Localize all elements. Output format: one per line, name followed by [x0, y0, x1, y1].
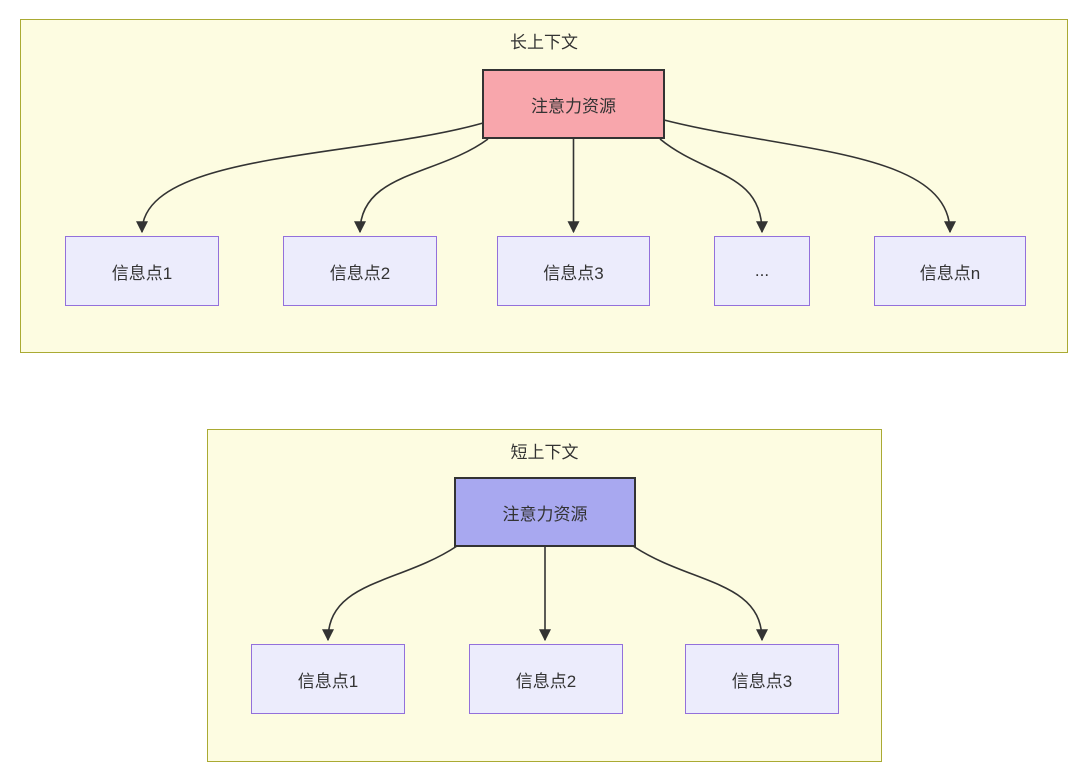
long-info-point-ellipsis-label: ... [754, 261, 770, 280]
short-attention-resource-label: 注意力资源 [502, 504, 588, 524]
long-info-point-n-label: 信息点n [919, 263, 981, 283]
short-context-title: 短上下文 [510, 443, 579, 462]
long-attention-resource-label: 注意力资源 [531, 96, 616, 116]
short-info-point-1-label: 信息点1 [297, 671, 359, 691]
long-info-point-2-label: 信息点2 [329, 263, 391, 283]
long-info-point-n-node: 信息点n [874, 236, 1026, 306]
long-context-title: 长上下文 [510, 33, 578, 52]
long-info-point-3-label: 信息点3 [543, 263, 604, 283]
short-info-point-1-node: 信息点1 [251, 644, 405, 714]
short-info-point-2-node: 信息点2 [469, 644, 623, 714]
long-info-point-ellipsis-node: ... [714, 236, 810, 306]
long-info-point-3-node: 信息点3 [497, 236, 650, 306]
long-attention-resource-node: 注意力资源 [482, 69, 665, 139]
short-info-point-3-label: 信息点3 [731, 671, 793, 691]
long-info-point-2-node: 信息点2 [283, 236, 437, 306]
short-info-point-2-label: 信息点2 [515, 671, 577, 691]
short-attention-resource-node: 注意力资源 [454, 477, 636, 547]
long-info-point-1-label: 信息点1 [111, 263, 173, 283]
short-info-point-3-node: 信息点3 [685, 644, 839, 714]
long-info-point-1-node: 信息点1 [65, 236, 219, 306]
